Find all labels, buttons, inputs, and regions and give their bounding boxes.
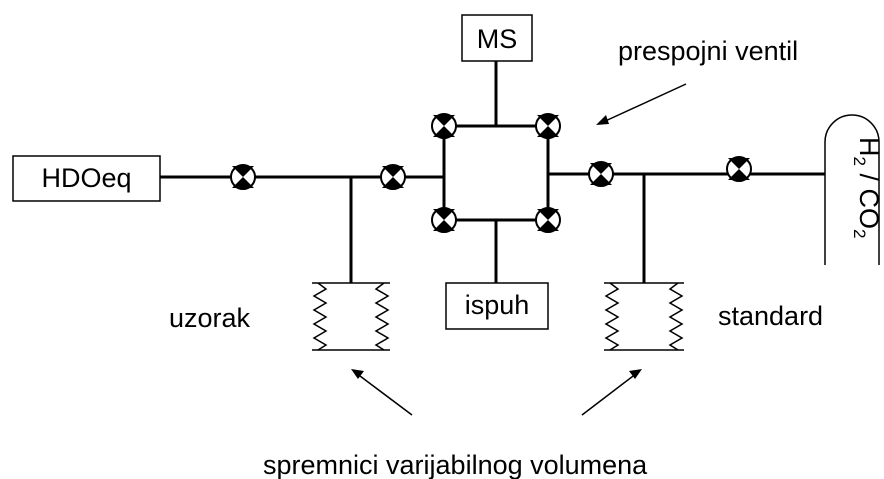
gas-label: H2 / CO2: [850, 137, 884, 238]
pipe-lines: [160, 61, 825, 283]
ispuh-label: ispuh: [465, 290, 530, 320]
ms-box: [461, 14, 533, 62]
uzorak-label: uzorak: [169, 303, 251, 333]
arrow-spremnici-left: [351, 369, 413, 416]
prespojni-ventil-label: prespojni ventil: [618, 36, 798, 66]
hdoeq-label: HDOeq: [41, 163, 131, 193]
spremnici-label: spremnici varijabilnog volumena: [263, 450, 648, 479]
valve-switch-bottom-left: [431, 207, 457, 233]
gas-reservoir: [824, 114, 880, 265]
bellows-uzorak: [312, 282, 390, 351]
arrow-spremnici-right: [581, 369, 642, 416]
standard-label: standard: [718, 301, 823, 331]
bellows-standard: [604, 282, 684, 351]
valve-switch-bottom-right: [535, 207, 561, 233]
arrow-prespojni: [596, 83, 687, 125]
valve-standard: [588, 161, 614, 187]
valve-switch-top-right: [535, 113, 561, 139]
ms-label: MS: [477, 24, 518, 54]
hdoeq-box: [12, 155, 161, 202]
ispuh-box: [445, 282, 549, 330]
valve-inlet-left: [230, 164, 256, 190]
valve-uzorak: [380, 164, 406, 190]
valve-inlet-right: [726, 156, 752, 182]
valve-switch-top-left: [431, 113, 457, 139]
